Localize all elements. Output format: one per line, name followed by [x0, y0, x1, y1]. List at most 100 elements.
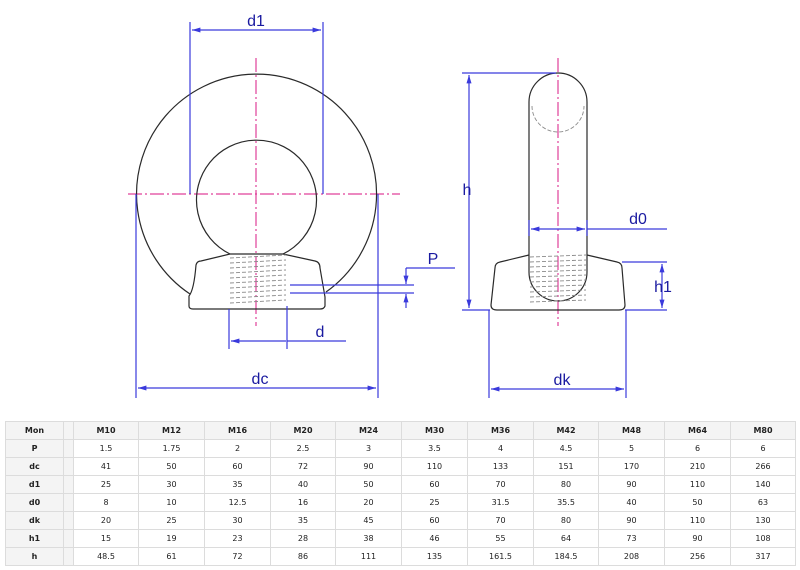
table-cell: 45 [335, 511, 402, 530]
table-cell: 3 [335, 439, 402, 458]
d0-label: d0 [629, 211, 647, 228]
front-dimensions [135, 22, 455, 398]
table-cell: 86 [270, 547, 336, 566]
table-cell: 72 [204, 547, 271, 566]
dimension-spec-table: Mon M10 M12 M16 M20 M24 M30 M36 M42 M48 … [5, 421, 796, 566]
table-cell: 50 [335, 475, 402, 494]
table-cell: 72 [270, 457, 336, 476]
table-cell: 184.5 [533, 547, 599, 566]
table-cell: 35 [204, 475, 271, 494]
table-cell: 161.5 [467, 547, 534, 566]
table-header-row: Mon M10 M12 M16 M20 M24 M30 M36 M42 M48 … [5, 421, 796, 440]
header-size: M30 [401, 421, 468, 440]
table-cell: 40 [598, 493, 665, 512]
table-cell: 210 [664, 457, 731, 476]
shank-outline [490, 72, 626, 311]
header-mon: Mon [5, 421, 64, 440]
table-cell: 20 [335, 493, 402, 512]
ring-outline [135, 73, 378, 310]
table-cell: 50 [664, 493, 731, 512]
table-cell: 23 [204, 529, 271, 548]
table-cell: 38 [335, 529, 402, 548]
header-size: M24 [335, 421, 402, 440]
table-cell: 16 [270, 493, 336, 512]
table-cell: 6 [664, 439, 731, 458]
table-cell: 170 [598, 457, 665, 476]
row-gap [63, 457, 74, 476]
table-cell: 46 [401, 529, 468, 548]
table-cell: 60 [401, 511, 468, 530]
table-cell: 73 [598, 529, 665, 548]
table-cell: 135 [401, 547, 468, 566]
table-cell: 208 [598, 547, 665, 566]
table-cell: 41 [73, 457, 139, 476]
table-cell: 2 [204, 439, 271, 458]
header-size: M80 [730, 421, 796, 440]
table-cell: 10 [138, 493, 205, 512]
table-cell: 90 [598, 475, 665, 494]
p-label: P [428, 251, 439, 268]
table-cell: 60 [204, 457, 271, 476]
header-size: M36 [467, 421, 534, 440]
table-cell: 90 [598, 511, 665, 530]
h1-label: h1 [654, 279, 672, 296]
table-cell: 28 [270, 529, 336, 548]
thread-hatching [229, 254, 287, 304]
table-cell: 110 [401, 457, 468, 476]
table-cell: 55 [467, 529, 534, 548]
table-cell: 317 [730, 547, 796, 566]
table-cell: 90 [335, 457, 402, 476]
table-cell: 35.5 [533, 493, 599, 512]
table-cell: 256 [664, 547, 731, 566]
row-gap [63, 511, 74, 530]
row-gap [63, 439, 74, 458]
eye-nut-technical-drawing: d1 dc d P [128, 13, 672, 398]
table-cell: 63 [730, 493, 796, 512]
side-thread-hatching [529, 254, 587, 303]
row-gap [63, 547, 74, 566]
row-label: dc [5, 457, 64, 476]
header-size: M48 [598, 421, 665, 440]
table-cell: 4 [467, 439, 534, 458]
h-label: h [463, 182, 472, 199]
table-cell: 266 [730, 457, 796, 476]
table-cell: 111 [335, 547, 402, 566]
table-cell: 40 [270, 475, 336, 494]
row-label: dk [5, 511, 64, 530]
table-cell: 110 [664, 475, 731, 494]
table-cell: 30 [138, 475, 205, 494]
table-cell: 31.5 [467, 493, 534, 512]
header-gap [63, 421, 74, 440]
table-cell: 133 [467, 457, 534, 476]
front-centerlines [128, 58, 400, 326]
table-cell: 30 [204, 511, 271, 530]
row-label: h [5, 547, 64, 566]
table-cell: 151 [533, 457, 599, 476]
dc-label: dc [252, 371, 269, 388]
d1-label: d1 [247, 13, 265, 30]
table-cell: 110 [664, 511, 731, 530]
table-cell: 70 [467, 475, 534, 494]
table-cell: 70 [467, 511, 534, 530]
table-cell: 8 [73, 493, 139, 512]
table-cell: 80 [533, 475, 599, 494]
table-cell: 19 [138, 529, 205, 548]
table-cell: 61 [138, 547, 205, 566]
row-gap [63, 475, 74, 494]
header-size: M42 [533, 421, 599, 440]
table-cell: 1.5 [73, 439, 139, 458]
table-cell: 25 [73, 475, 139, 494]
table-cell: 3.5 [401, 439, 468, 458]
row-label: h1 [5, 529, 64, 548]
table-cell: 12.5 [204, 493, 271, 512]
row-label: P [5, 439, 64, 458]
row-label: d0 [5, 493, 64, 512]
table-cell: 130 [730, 511, 796, 530]
table-cell: 140 [730, 475, 796, 494]
